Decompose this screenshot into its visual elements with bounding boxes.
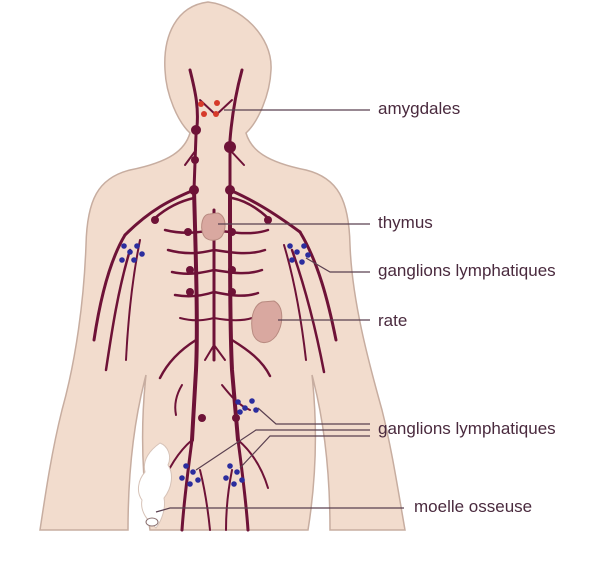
thymus-organ [201, 212, 226, 241]
leader-lymph-arm [305, 257, 370, 273]
label-spleen: rate [378, 311, 408, 330]
leader-lymph-groin-1 [195, 429, 370, 471]
leader-lines [155, 109, 404, 513]
label-tonsils: amygdales [378, 99, 461, 118]
label-lymph-nodes-groin: ganglions lymphatiques [378, 419, 556, 438]
body-silhouette [39, 1, 406, 531]
lymph-vessels [92, 68, 338, 532]
leader-lymph-groin-2 [239, 435, 370, 469]
leader-marrow [155, 507, 404, 513]
leader-lymph-abdomen [257, 407, 370, 425]
label-lymph-nodes-arm: ganglions lymphatiques [378, 261, 556, 280]
tonsils [198, 100, 220, 117]
lymph-node-clusters [119, 243, 311, 487]
label-thymus: thymus [378, 213, 433, 232]
label-bone-marrow: moelle osseuse [414, 497, 533, 516]
spleen-organ [251, 300, 283, 343]
vessel-nodes [151, 125, 272, 422]
